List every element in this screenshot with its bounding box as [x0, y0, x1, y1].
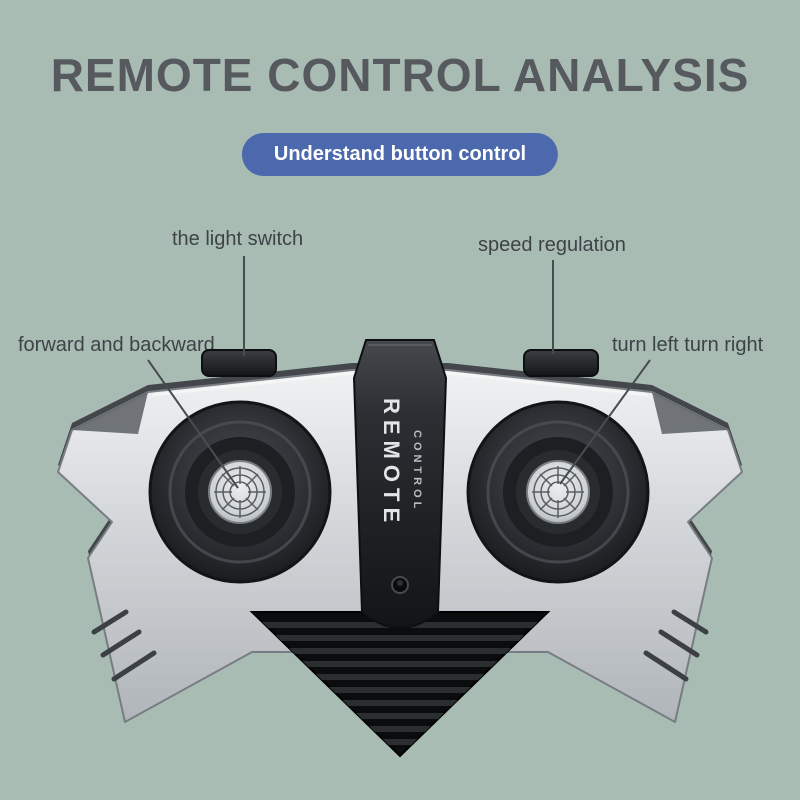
subtitle-badge: Understand button control: [241, 133, 559, 176]
right-shoulder-button: [523, 349, 599, 377]
device-brand-remote: REMOTE: [379, 398, 404, 528]
callout-turn-left-right: turn left turn right: [612, 334, 764, 356]
screw-highlight: [397, 580, 403, 586]
speaker-grille: [249, 611, 551, 758]
callout-speed-regulation: speed regulation: [478, 234, 626, 256]
right-wing-accents: [643, 609, 709, 682]
device-brand-control: CONTROL: [411, 430, 423, 512]
leader-line-forward-backward: [147, 359, 239, 489]
right-joystick: [466, 400, 650, 584]
page-title: REMOTE CONTROL ANALYSIS: [50, 49, 750, 101]
callout-forward-backward: forward and backward: [18, 334, 215, 356]
center-column: REMOTE CONTROL: [353, 339, 447, 629]
left-wing-accents: [91, 609, 157, 682]
left-shoulder-button: [201, 349, 277, 377]
leader-line-turn-left-right: [559, 359, 651, 485]
callout-light-switch: the light switch: [172, 228, 304, 250]
left-joystick: [148, 400, 332, 584]
right-wing-facet: [652, 392, 728, 434]
left-wing-facet: [72, 392, 148, 434]
